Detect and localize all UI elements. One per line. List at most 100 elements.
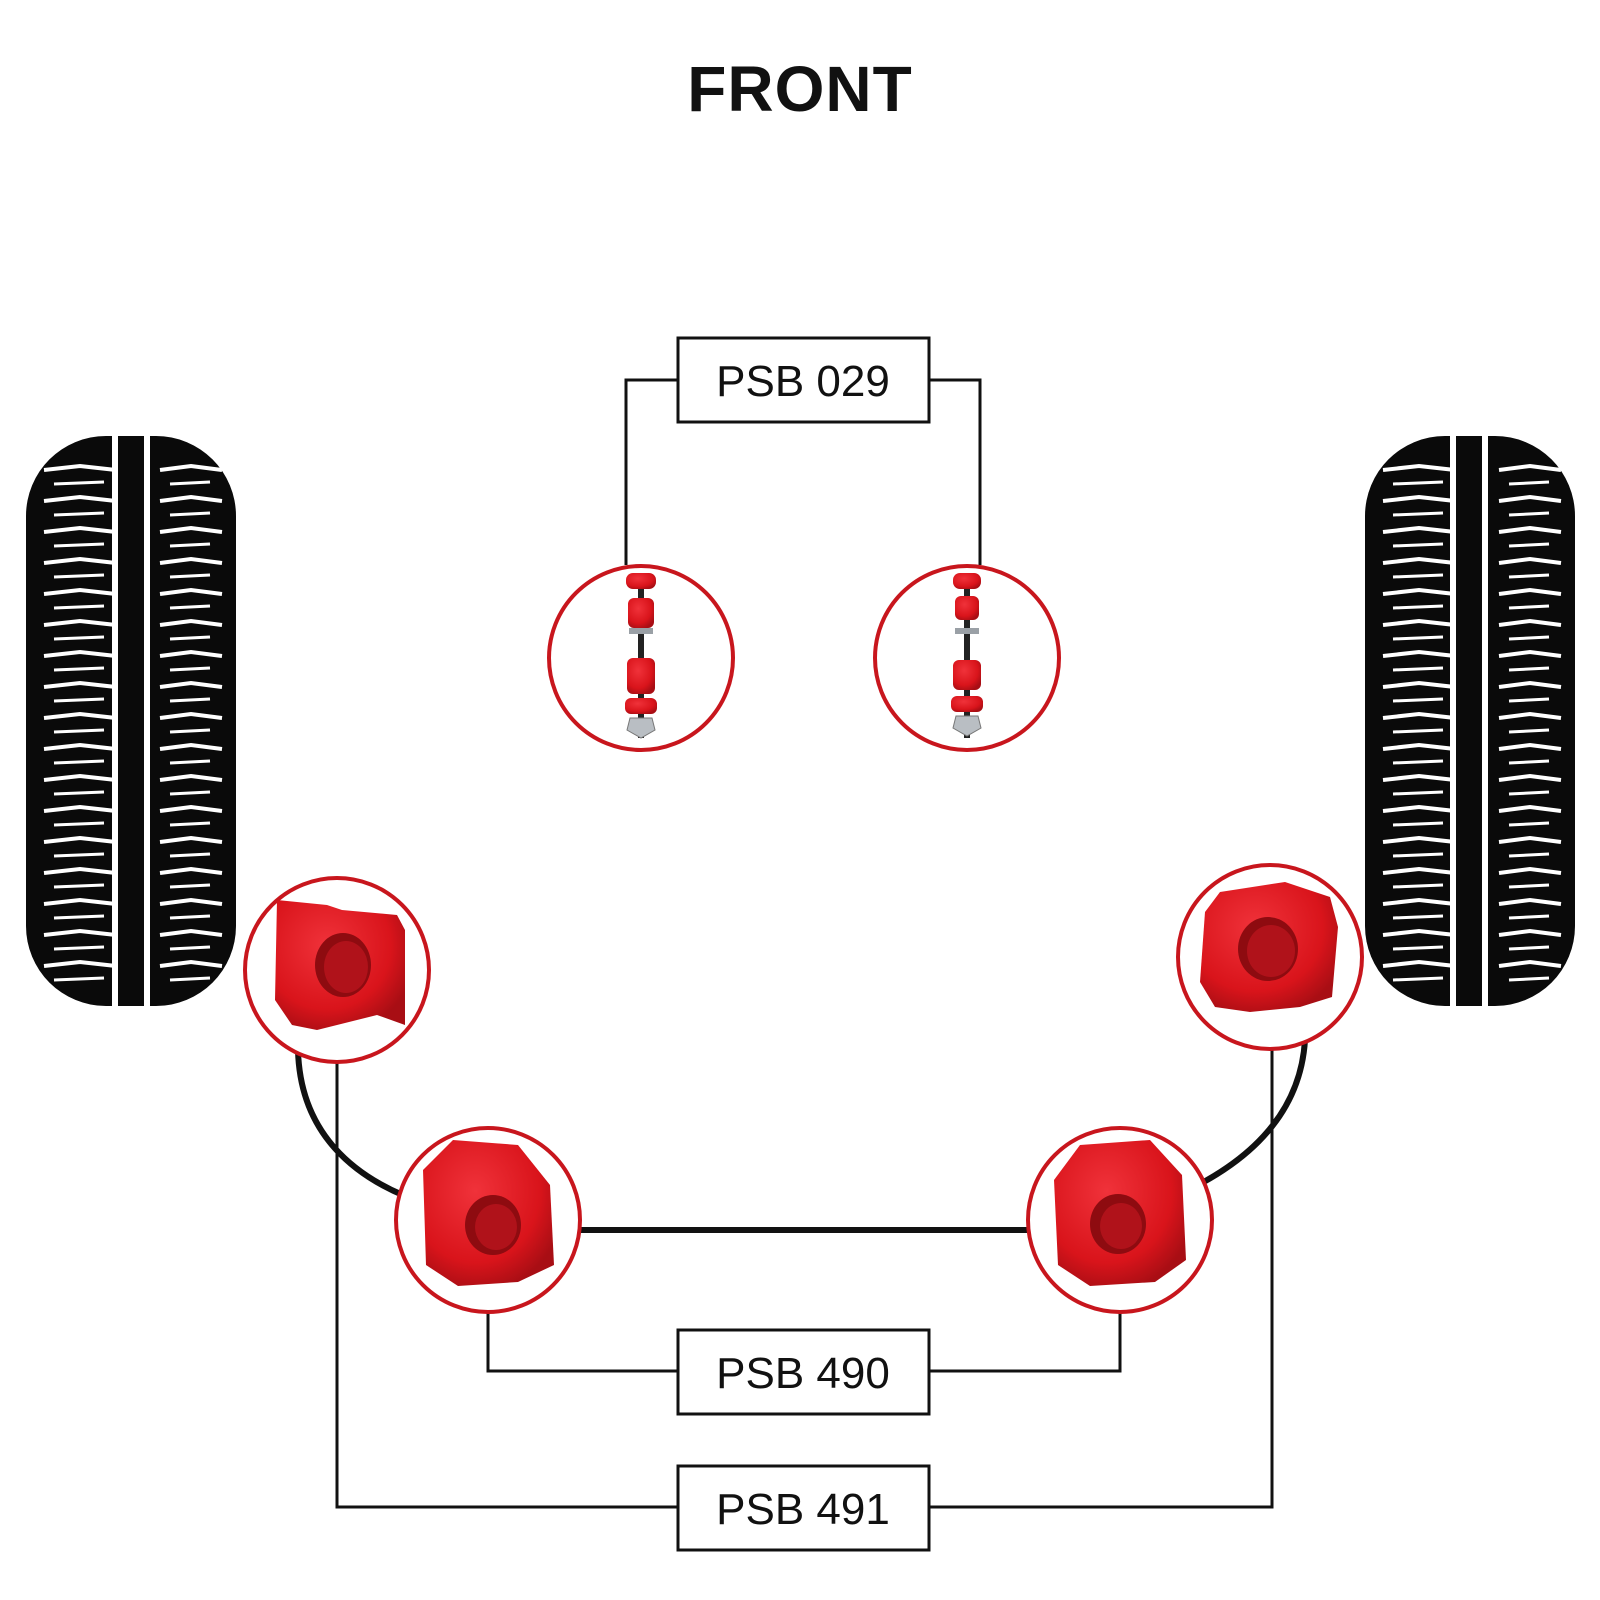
tyre-tread-mark — [1382, 494, 1456, 503]
tyre-tread-mark — [159, 959, 223, 968]
anti-roll-bar-bush-icon — [1200, 882, 1338, 1012]
drop-link-bush-icon — [625, 573, 657, 739]
tyre-tread-mark — [159, 928, 223, 937]
tyre-tread-mark — [1392, 697, 1444, 703]
tyre-tread-mark — [169, 697, 211, 703]
tyre-tread-mark — [1382, 711, 1456, 720]
tyre-tread-mark — [1382, 742, 1456, 751]
tyre-tread-mark — [169, 914, 211, 920]
tyre-tread-mark — [1508, 542, 1550, 548]
diagram-title: FRONT — [687, 53, 913, 125]
tyre-tread-mark — [159, 866, 223, 875]
tyre-tread-mark — [43, 897, 117, 906]
tyre-tread-mark — [1508, 666, 1550, 672]
tyre-tread-mark — [1392, 480, 1444, 486]
tyre-tread-mark — [169, 635, 211, 641]
tyre-tread-mark — [43, 742, 117, 751]
tyre-tread-mark — [1392, 666, 1444, 672]
drop-link-bush-icon — [951, 573, 983, 738]
right-tyre-icon — [1365, 436, 1575, 1006]
label-psb-029-text: PSB 029 — [716, 357, 890, 406]
tyre-tread-mark — [1392, 573, 1444, 579]
tyre-tread-mark — [43, 773, 117, 782]
tyre-tread-mark — [159, 804, 223, 813]
tyre-tread-mark — [1508, 697, 1550, 703]
tyre-tread-mark — [169, 790, 211, 796]
tyre-tread-mark — [1392, 914, 1444, 920]
tyre-tread-mark — [169, 666, 211, 672]
tyre-tread-mark — [159, 835, 223, 844]
tyre-tread-mark — [43, 463, 117, 472]
tyre-tread-mark — [169, 511, 211, 517]
tyre-tread-mark — [53, 883, 105, 889]
tyre-tread-mark — [43, 587, 117, 596]
anti-roll-bar-bush-icon — [423, 1140, 554, 1286]
tyre-tread-mark — [1382, 525, 1456, 534]
tyre-tread-mark — [1498, 587, 1562, 596]
label-psb-491-text: PSB 491 — [716, 1485, 890, 1534]
tyre-tread-mark — [159, 649, 223, 658]
inner-bush-left — [394, 1126, 582, 1314]
tyre-tread-mark — [1392, 511, 1444, 517]
tyre-tread-mark — [1392, 790, 1444, 796]
tyre-tread-mark — [1508, 728, 1550, 734]
tyre-tread-mark — [1392, 945, 1444, 951]
tyre-tread-mark — [53, 666, 105, 672]
tyre-tread-mark — [53, 697, 105, 703]
tyre-tread-mark — [53, 542, 105, 548]
tyre-tread-mark — [1508, 790, 1550, 796]
tyre-tread-mark — [159, 525, 223, 534]
label-psb-490-text: PSB 490 — [716, 1349, 890, 1398]
tyre-tread-mark — [1508, 883, 1550, 889]
tyre-tread-mark — [159, 494, 223, 503]
tyre-tread-mark — [43, 680, 117, 689]
tyre-tread-mark — [1382, 804, 1456, 813]
tyre-tread-mark — [53, 976, 105, 982]
tyre-tread-mark — [1498, 742, 1562, 751]
tyre-tread-mark — [169, 604, 211, 610]
tyre-tread-mark — [169, 480, 211, 486]
tyre-tread-mark — [1392, 635, 1444, 641]
tyre-tread-mark — [43, 494, 117, 503]
tyre-tread-mark — [159, 556, 223, 565]
tyre-tread-mark — [1498, 959, 1562, 968]
tyre-tread-mark — [1392, 759, 1444, 765]
drop-link-right — [873, 564, 1061, 752]
tyre-tread-mark — [53, 511, 105, 517]
tyre-tread-mark — [1498, 680, 1562, 689]
tyre-tread-mark — [53, 914, 105, 920]
tyre-tread-mark — [1498, 804, 1562, 813]
tyre-tread-mark — [1508, 852, 1550, 858]
tyre-tread-mark — [1382, 928, 1456, 937]
tyre-tread-mark — [1508, 976, 1550, 982]
tyre-tread-mark — [1508, 821, 1550, 827]
tyre-tread-mark — [1498, 835, 1562, 844]
tyre-tread-mark — [1498, 711, 1562, 720]
tyre-tread-mark — [1382, 959, 1456, 968]
tyre-tread-mark — [53, 573, 105, 579]
tyre-tread-mark — [159, 680, 223, 689]
label-psb-029: PSB 029 — [676, 336, 931, 424]
tyre-tread-mark — [53, 821, 105, 827]
tyre-tread-mark — [1382, 463, 1456, 472]
tyre-tread-mark — [1498, 928, 1562, 937]
tyre-tread-mark — [169, 728, 211, 734]
tyre-tread-mark — [1382, 897, 1456, 906]
tyre-tread-mark — [1392, 976, 1444, 982]
tyre-tread-mark — [169, 976, 211, 982]
tyre-tread-mark — [1382, 835, 1456, 844]
tyre-tread-mark — [43, 928, 117, 937]
tyre-tread-mark — [43, 618, 117, 627]
tyre-tread-mark — [1508, 945, 1550, 951]
tyre-tread-mark — [53, 604, 105, 610]
tyre-tread-mark — [1392, 542, 1444, 548]
tyre-tread-mark — [159, 711, 223, 720]
tyre-tread-mark — [53, 635, 105, 641]
tyre-tread-mark — [159, 897, 223, 906]
tyre-tread-mark — [1508, 480, 1550, 486]
tyre-tread-mark — [53, 480, 105, 486]
tyre-tread-mark — [169, 542, 211, 548]
tyre-tread-mark — [1382, 649, 1456, 658]
tyre-tread-mark — [159, 587, 223, 596]
